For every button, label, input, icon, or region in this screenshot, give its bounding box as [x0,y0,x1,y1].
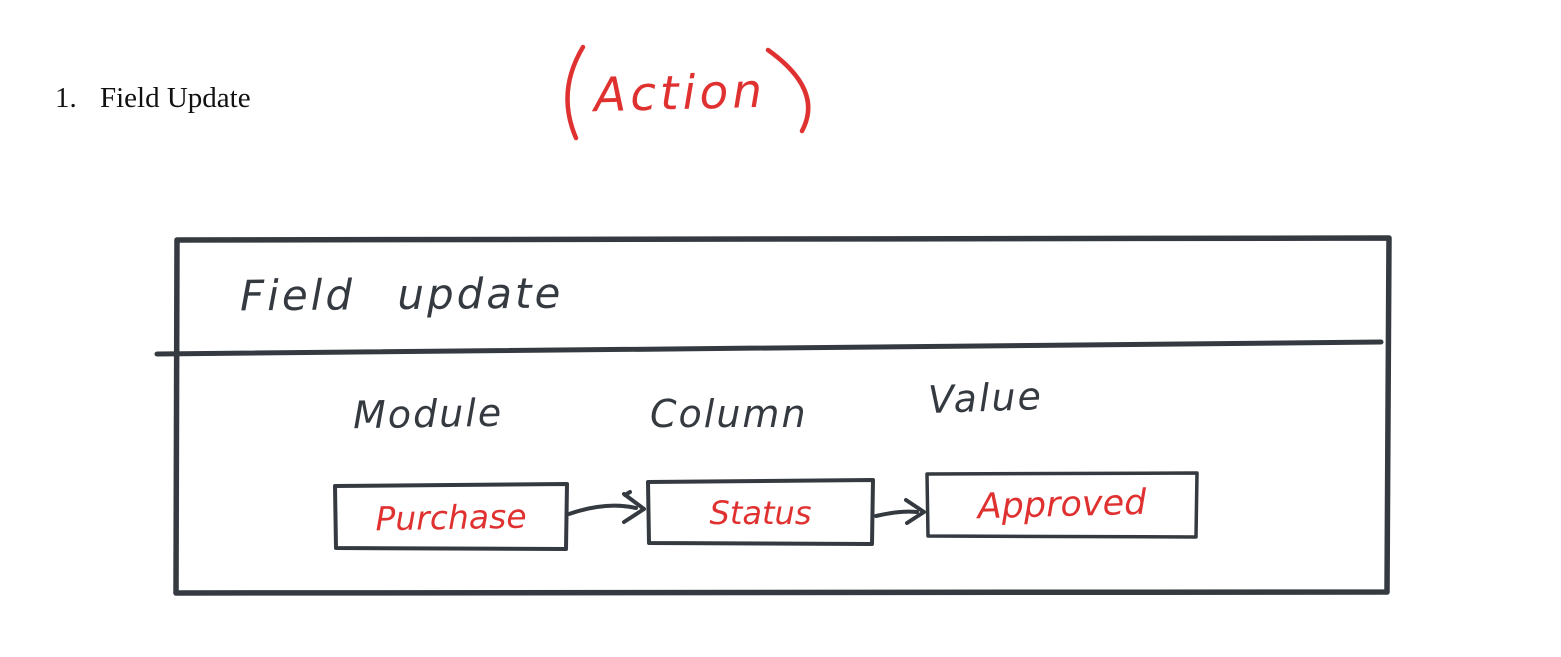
action-annotation: Action [593,63,767,124]
column-label-column: Column [650,392,808,436]
header-divider-line [154,339,1384,357]
action-open-paren [565,44,586,141]
module-node-border [333,482,569,551]
node-purchase: Purchase [375,496,527,538]
action-close-paren [765,47,811,134]
node-approved: Approved [977,482,1147,528]
list-item: 1. Field Update [55,82,251,115]
outer-box-border [173,235,1392,596]
value-node-border [925,471,1199,539]
diagram-title: Field update [239,268,564,321]
list-number: 1. [55,82,77,114]
arrow-column-to-value [874,498,926,525]
node-status: Status [709,493,812,532]
column-node-border [646,478,875,546]
arrow-module-to-column [567,490,646,524]
column-label-module: Module [352,390,504,438]
list-item-label: Field Update [100,82,251,114]
column-label-value: Value [927,374,1044,422]
